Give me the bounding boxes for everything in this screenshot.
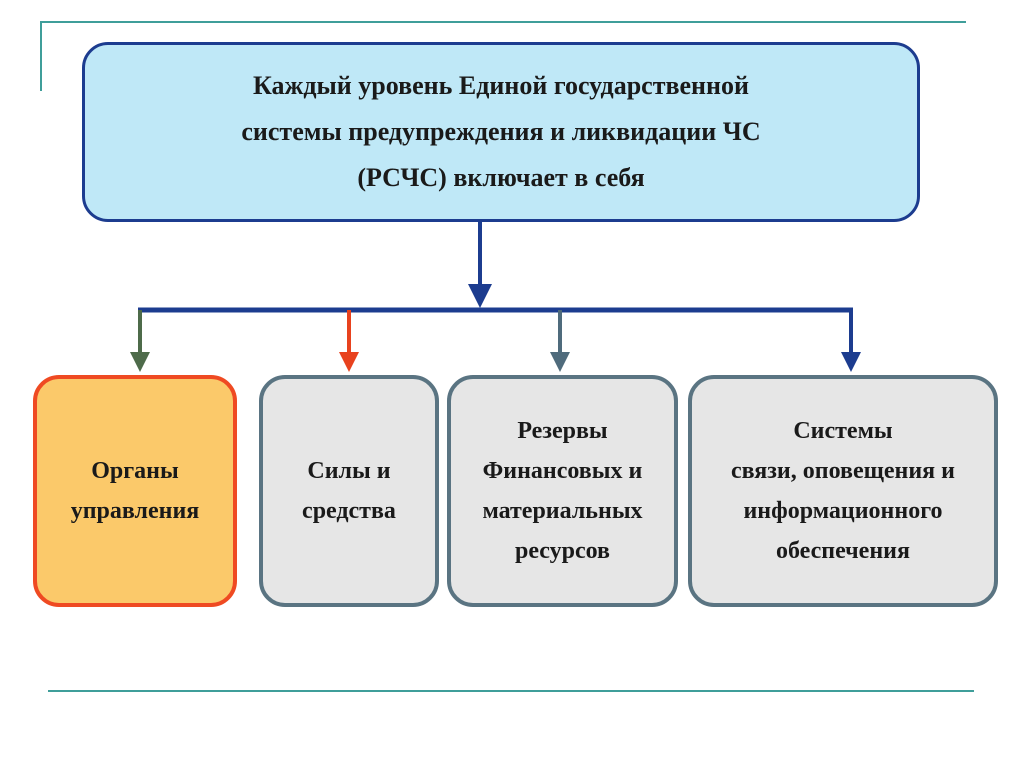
box-forces-and-means: Силы и средства	[259, 375, 439, 607]
header-box: Каждый уровень Единой государственной си…	[82, 42, 920, 222]
bottom-rule	[48, 690, 974, 692]
left-rule	[40, 21, 42, 91]
box-governing-bodies-label: Органы управления	[70, 458, 200, 524]
box-communication-systems-label: Системы связи, оповещения и информационн…	[731, 418, 955, 564]
box-communication-systems: Системы связи, оповещения и информационн…	[688, 375, 998, 607]
header-text: Каждый уровень Единой государственной си…	[241, 71, 761, 192]
box-reserves: Резервы Финансовых и материальных ресурс…	[447, 375, 678, 607]
box-reserves-label: Резервы Финансовых и материальных ресурс…	[482, 418, 643, 564]
box-forces-and-means-label: Силы и средства	[302, 458, 396, 524]
top-rule	[40, 21, 966, 23]
box-governing-bodies: Органы управления	[33, 375, 237, 607]
